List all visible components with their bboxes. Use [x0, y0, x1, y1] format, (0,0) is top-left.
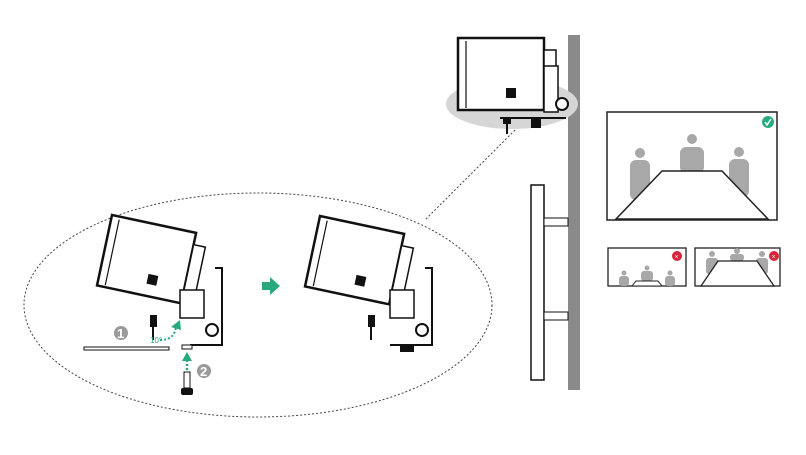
screw [181, 371, 193, 395]
base-plate [83, 346, 170, 351]
check-icon [762, 116, 774, 128]
cross-icon [769, 251, 779, 261]
cross-icon [672, 251, 682, 261]
mount-bracket-after [368, 267, 433, 352]
step-1-badge [114, 326, 128, 340]
wrong-view-too-close: × [694, 247, 781, 287]
detail-callout [23, 192, 493, 418]
wall-arm-upper [543, 217, 569, 227]
step-2-badge [197, 364, 211, 378]
svg-text:×: × [772, 254, 776, 261]
wall [568, 35, 580, 390]
step-1-label: 1 [117, 326, 124, 341]
wrong-view-too-far: × [607, 247, 687, 287]
svg-text:×: × [675, 254, 679, 261]
display-panel [530, 184, 545, 381]
arrow-right-icon [262, 277, 280, 295]
camera-mounted-top [456, 36, 569, 134]
wall-arm-lower [543, 311, 569, 321]
step-2-label: 2 [200, 364, 207, 379]
tilt-arrow [159, 325, 177, 341]
angle-label: 10° [150, 336, 162, 345]
correct-view [606, 111, 778, 221]
zoom-connector [424, 129, 516, 221]
mount-bracket-before [150, 267, 223, 346]
